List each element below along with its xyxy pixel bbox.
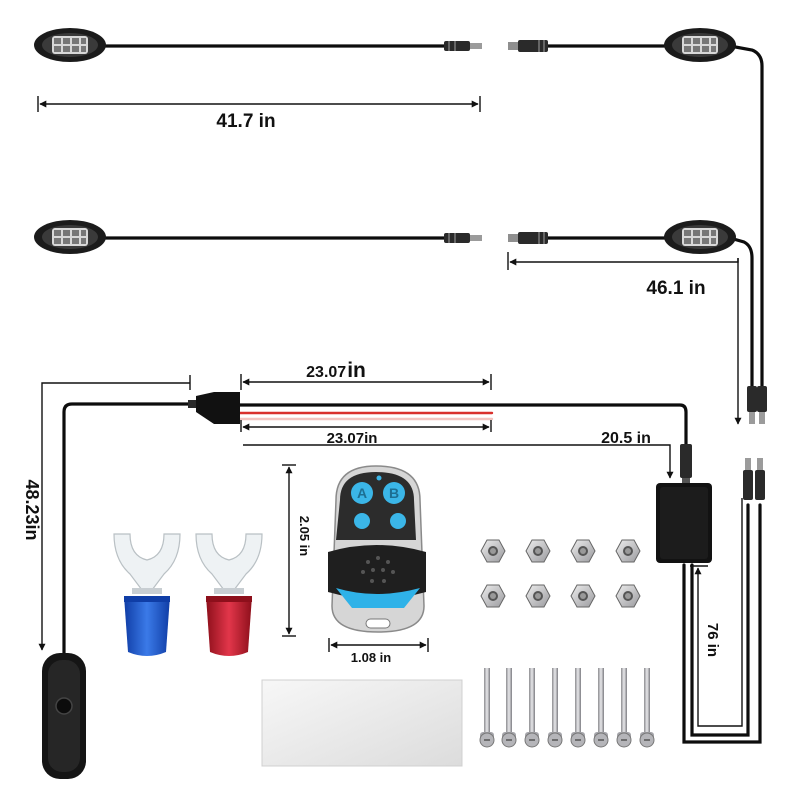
remote-button-c <box>354 513 370 529</box>
hex-nuts <box>480 539 641 608</box>
bolt <box>524 668 540 748</box>
connector-male <box>444 41 482 51</box>
remote-speaker-holes <box>361 556 395 583</box>
remote-led <box>376 475 382 481</box>
control-box <box>656 483 712 563</box>
cable-box-output-b <box>682 503 762 744</box>
switch-button <box>55 697 73 715</box>
dim-control-wire: 20.5 in <box>601 430 651 447</box>
bolt <box>501 668 517 748</box>
bolt <box>479 668 495 748</box>
hex-nut <box>615 539 641 563</box>
bolt <box>639 668 655 748</box>
led-pod <box>664 220 736 254</box>
bolt <box>570 668 586 748</box>
cable-pod-4-drop <box>728 236 754 392</box>
cable-pod-2-drop <box>728 44 764 392</box>
connector-female <box>508 40 548 52</box>
cable-box-output-a <box>690 503 750 737</box>
remote-control: A B <box>328 465 426 633</box>
remote-button-a-label: A <box>357 485 367 501</box>
hex-nut <box>480 584 506 608</box>
remote-button-b-label: B <box>389 485 399 501</box>
connector-male <box>444 233 482 243</box>
remote-button-a <box>351 482 373 504</box>
dim-lower-wire: 23.07in <box>327 430 378 447</box>
dim-remote-height: 2.05 in <box>297 516 312 557</box>
bolt <box>547 668 563 748</box>
harness-splitter <box>188 392 240 424</box>
led-pod <box>34 220 106 254</box>
remote-button-b <box>383 482 405 504</box>
connectors <box>188 40 767 500</box>
cables <box>62 44 764 744</box>
led-pod <box>664 28 736 62</box>
hex-nut <box>525 584 551 608</box>
connector-vertical-pair <box>747 386 767 424</box>
led-pod <box>34 28 106 62</box>
dim-remote-width: 1.08 in <box>351 650 392 665</box>
dim-pod-drop-length: 46.1 in <box>646 278 705 299</box>
bolt <box>593 668 609 748</box>
hex-nut <box>615 584 641 608</box>
control-box-connector <box>680 444 692 484</box>
hex-nut <box>480 539 506 563</box>
hex-nut <box>570 539 596 563</box>
dim-upper-wire: 23.07in <box>306 359 366 382</box>
dim-top-pod-length: 41.7 in <box>216 111 275 132</box>
ring-terminal-red <box>195 533 263 656</box>
dim-box-wire: 76 in <box>704 623 721 657</box>
connector-vertical-pair <box>743 458 765 500</box>
adhesive-pad <box>261 679 463 767</box>
dimension-lines <box>37 96 743 727</box>
ring-terminal-blue <box>113 533 181 656</box>
cable-harness-main <box>238 403 688 484</box>
power-leads <box>238 411 494 421</box>
hex-nut <box>570 584 596 608</box>
hex-nut <box>525 539 551 563</box>
cable-switch <box>62 402 190 657</box>
dim-switch-wire: 48.23in <box>22 479 42 540</box>
bolts <box>479 668 655 748</box>
bolt <box>616 668 632 748</box>
inline-switch <box>42 653 86 779</box>
remote-keyring-slot <box>365 618 391 629</box>
remote-button-d <box>390 513 406 529</box>
led-pods <box>34 28 736 254</box>
connector-female <box>508 232 548 244</box>
